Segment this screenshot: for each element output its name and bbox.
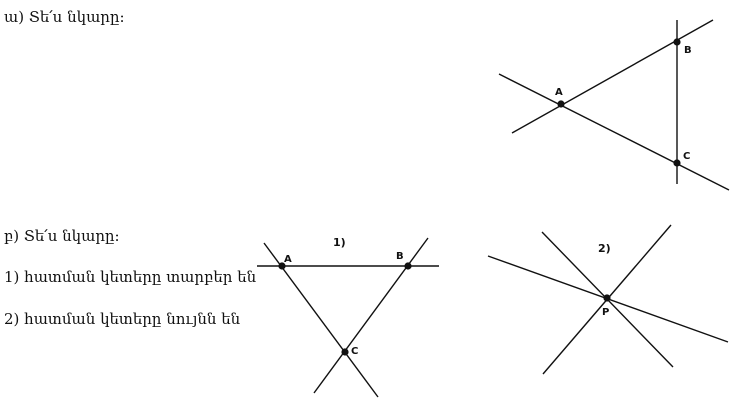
label-2-P: P (602, 307, 609, 318)
point-2-P (603, 294, 611, 302)
option-2-text: 2) հատման կետերը նույնն են (4, 310, 241, 328)
point-1-B (404, 262, 412, 270)
figure-1: A B C 1) (257, 236, 439, 398)
point-a-A (557, 100, 565, 108)
part-a-instruction: ա) Տե՛ս նկարը: (4, 8, 125, 26)
label-a-A: A (555, 87, 563, 98)
label-1-B: B (396, 251, 404, 262)
point-a-C (673, 159, 681, 167)
point-a-B (673, 38, 681, 46)
figure-1-label: 1) (333, 236, 346, 249)
point-1-A (278, 262, 286, 270)
line-1-through-B-C (313, 237, 429, 394)
point-1-C (341, 348, 349, 356)
line-a-through-A-C (498, 73, 730, 191)
part-b-instruction: բ) Տե՛ս նկարը: (4, 227, 120, 245)
label-1-A: A (284, 254, 292, 265)
line-a-through-A-B (511, 19, 714, 134)
figure-2-label: 2) (598, 242, 611, 255)
label-a-C: C (683, 151, 690, 162)
label-a-B: B (684, 45, 692, 56)
figure-2: P 2) (487, 224, 729, 375)
figure-a: A B C (498, 19, 730, 191)
label-1-C: C (351, 346, 358, 357)
option-1-text: 1) հատման կետերը տարբեր են (4, 268, 257, 286)
